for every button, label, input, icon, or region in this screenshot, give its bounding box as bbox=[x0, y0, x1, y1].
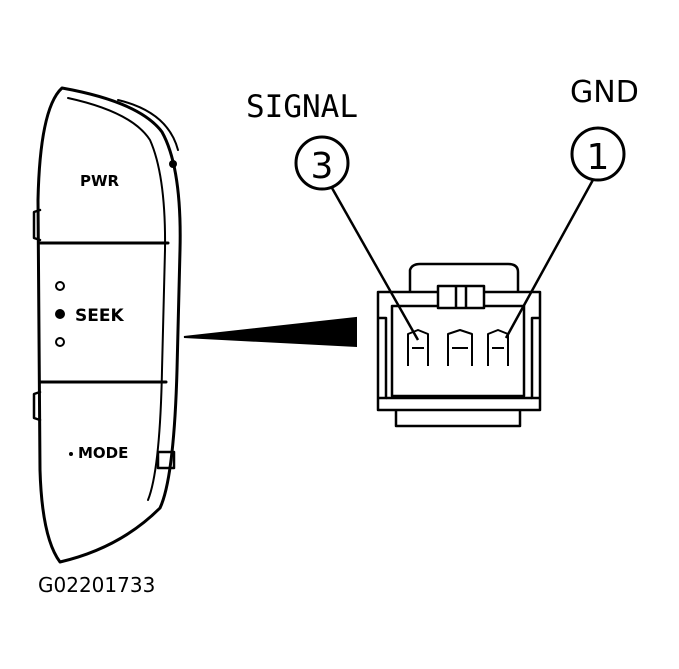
seek-dot-upper bbox=[55, 281, 65, 291]
connector-cavity bbox=[390, 304, 526, 398]
seek-dot-lower bbox=[55, 337, 65, 347]
seek-button-label: SEEK bbox=[75, 306, 124, 326]
connector-latch bbox=[408, 262, 520, 292]
switch-body-outline bbox=[36, 86, 182, 564]
connector-key bbox=[436, 284, 486, 310]
pin-1-callout-circle bbox=[570, 126, 626, 182]
connector bbox=[376, 262, 542, 428]
switch-left-tab-upper bbox=[32, 208, 42, 242]
pin-3-callout-circle bbox=[294, 135, 350, 191]
steering-wheel-switch bbox=[32, 86, 182, 564]
connector-side-right bbox=[530, 316, 540, 400]
pin-1-number: 1 bbox=[587, 137, 610, 178]
terminal-3 bbox=[407, 329, 429, 366]
mode-dot bbox=[69, 452, 73, 456]
switch-left-tab-lower bbox=[32, 390, 42, 422]
gnd-leader-line bbox=[504, 177, 596, 339]
pointer-wedge bbox=[183, 316, 357, 348]
connector-base bbox=[394, 410, 522, 428]
gnd-label: GND bbox=[570, 75, 639, 110]
switch-body-rim bbox=[117, 99, 179, 151]
connector-key-divider bbox=[454, 286, 468, 308]
connector-housing bbox=[376, 290, 542, 412]
pin-3-number: 3 bbox=[311, 146, 334, 187]
terminal-1 bbox=[487, 329, 509, 366]
switch-screw bbox=[169, 160, 177, 168]
seek-dot-middle bbox=[55, 309, 65, 319]
signal-label: SIGNAL bbox=[246, 89, 358, 125]
pwr-button-label: PWR bbox=[80, 172, 120, 190]
connector-side-left bbox=[378, 316, 388, 400]
figure-id: G02201733 bbox=[38, 573, 155, 597]
terminal-2 bbox=[447, 329, 473, 366]
mode-button-label: MODE bbox=[78, 444, 128, 462]
switch-body-bevel bbox=[67, 97, 167, 501]
signal-leader-line bbox=[330, 187, 420, 341]
switch-connector-stub bbox=[156, 450, 176, 470]
